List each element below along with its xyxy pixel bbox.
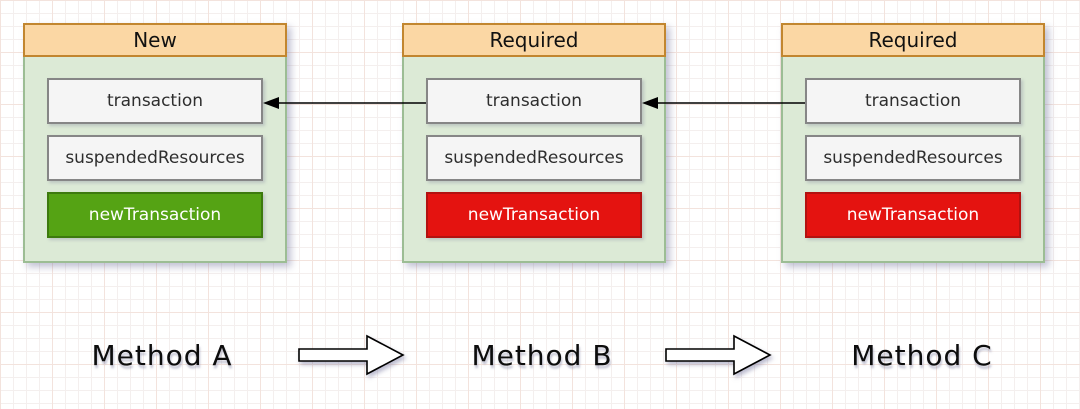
box-title: Required <box>489 28 579 52</box>
box-header: Required <box>781 23 1045 57</box>
state-box-new: New transaction suspendedResources newTr… <box>23 23 287 263</box>
method-label-c: Method C <box>851 339 993 372</box>
box-title: Required <box>868 28 958 52</box>
method-label-b: Method B <box>471 339 613 372</box>
field-label: suspendedResources <box>65 148 245 168</box>
state-box-required-b: Required transaction suspendedResources … <box>402 23 666 263</box>
box-header: Required <box>402 23 666 57</box>
box-header: New <box>23 23 287 57</box>
box-title: New <box>133 28 177 52</box>
field-suspended-resources: suspendedResources <box>426 135 642 181</box>
field-label: newTransaction <box>467 205 601 225</box>
field-label: transaction <box>485 91 583 111</box>
field-transaction: transaction <box>426 78 642 124</box>
field-new-transaction: newTransaction <box>426 192 642 238</box>
field-suspended-resources: suspendedResources <box>47 135 263 181</box>
field-label: transaction <box>864 91 962 111</box>
flow-arrow-b-to-c-icon <box>664 333 772 377</box>
field-transaction: transaction <box>805 78 1021 124</box>
state-box-required-c: Required transaction suspendedResources … <box>781 23 1045 263</box>
field-label: newTransaction <box>846 205 980 225</box>
flow-arrow-a-to-b-icon <box>297 333 405 377</box>
box-body: transaction suspendedResources newTransa… <box>402 57 666 263</box>
method-label-a: Method A <box>91 339 233 372</box>
box-body: transaction suspendedResources newTransa… <box>23 57 287 263</box>
box-body: transaction suspendedResources newTransa… <box>781 57 1045 263</box>
field-label: suspendedResources <box>823 148 1003 168</box>
field-suspended-resources: suspendedResources <box>805 135 1021 181</box>
field-label: transaction <box>106 91 204 111</box>
field-transaction: transaction <box>47 78 263 124</box>
field-label: suspendedResources <box>444 148 624 168</box>
field-new-transaction: newTransaction <box>47 192 263 238</box>
field-label: newTransaction <box>88 205 222 225</box>
field-new-transaction: newTransaction <box>805 192 1021 238</box>
